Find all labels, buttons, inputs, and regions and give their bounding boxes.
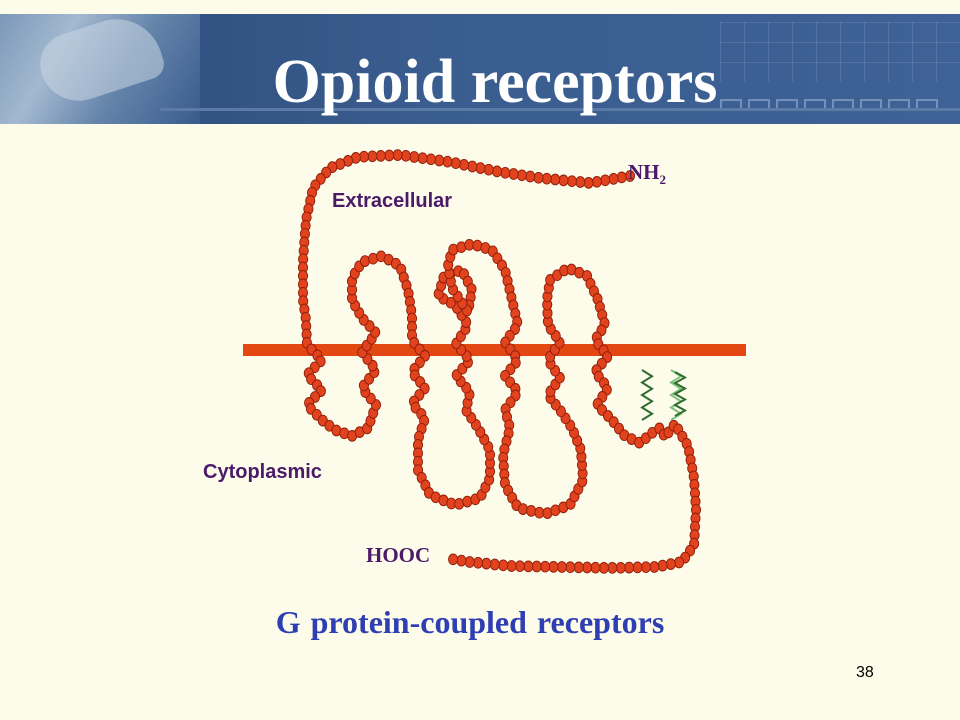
amino-acid-residue — [657, 559, 668, 572]
amino-acid-residue — [442, 155, 453, 168]
n-terminus-label: NH2 — [628, 160, 666, 188]
amino-acid-residue — [400, 149, 411, 162]
amino-acid-residue — [591, 175, 602, 188]
receptor-residue-chain — [297, 149, 702, 574]
amino-acid-residue — [475, 162, 486, 174]
amino-acid-residue — [575, 176, 586, 188]
amino-acid-residue — [550, 173, 561, 186]
c-terminus-label: HOOC — [366, 543, 431, 567]
palmitoyl-anchor-right — [669, 369, 683, 421]
amino-acid-residue — [448, 553, 459, 566]
amino-acid-residue — [674, 556, 685, 569]
amino-acid-residue — [358, 150, 370, 163]
amino-acid-residue — [483, 163, 494, 176]
amino-acid-residue — [558, 174, 569, 187]
palmitoyl-anchor-left — [640, 369, 654, 421]
amino-acid-residue — [541, 172, 552, 185]
amino-acid-residue — [615, 561, 626, 574]
amino-acid-residue — [491, 165, 503, 178]
header-hands-image — [0, 14, 200, 124]
amino-acid-residue — [548, 561, 559, 573]
amino-acid-residue — [458, 158, 470, 171]
amino-acid-residue — [531, 560, 542, 573]
amino-acid-residue — [481, 557, 492, 570]
amino-acid-residue — [517, 503, 529, 515]
palmitoyl-anchor-right-shadow — [672, 371, 688, 417]
amino-acid-residue — [565, 561, 576, 574]
palmitoyl-anchors — [640, 369, 688, 421]
amino-acid-residue — [556, 561, 567, 573]
amino-acid-residue — [375, 150, 386, 162]
amino-acid-residue — [523, 560, 534, 573]
amino-acid-residue — [456, 554, 467, 567]
amino-acid-residue — [498, 559, 509, 572]
amino-acid-residue — [624, 561, 635, 574]
amino-acid-residue — [600, 174, 611, 187]
amino-acid-residue — [540, 560, 551, 573]
amino-acid-residue — [454, 497, 465, 510]
amino-acid-residue — [616, 171, 627, 184]
amino-acid-residue — [582, 561, 593, 574]
header-banner — [0, 14, 960, 124]
amino-acid-residue — [467, 160, 478, 173]
amino-acid-residue — [434, 154, 445, 167]
amino-acid-residue — [450, 157, 461, 170]
amino-acid-residue — [649, 561, 660, 573]
amino-acid-residue — [409, 151, 420, 163]
amino-acid-residue — [489, 558, 500, 571]
cytoplasmic-label: Cytoplasmic — [203, 461, 322, 483]
amino-acid-residue — [417, 152, 428, 165]
slide-title: Opioid receptors — [272, 48, 718, 116]
page-number: 38 — [856, 664, 874, 681]
amino-acid-residue — [473, 556, 484, 569]
amino-acid-residue — [392, 149, 403, 161]
amino-acid-residue — [506, 560, 517, 572]
amino-acid-residue — [516, 169, 527, 182]
amino-acid-residue — [425, 153, 436, 166]
amino-acid-residue — [533, 171, 544, 184]
amino-acid-residue — [508, 168, 519, 180]
amino-acid-residue — [525, 170, 536, 183]
extracellular-label: Extracellular — [332, 190, 453, 212]
amino-acid-residue — [367, 150, 378, 163]
amino-acid-residue — [526, 505, 537, 517]
header-rule — [160, 108, 960, 111]
amino-acid-residue — [500, 166, 511, 179]
amino-acid-residue — [514, 560, 525, 573]
amino-acid-residue — [583, 177, 594, 189]
amino-acid-residue — [573, 561, 584, 574]
amino-acid-residue — [640, 561, 651, 574]
amino-acid-residue — [632, 561, 643, 574]
amino-acid-residue — [608, 173, 619, 185]
amino-acid-residue — [464, 556, 475, 568]
header-grid-pattern — [720, 22, 960, 82]
slide-caption: G protein-coupled receptors — [275, 604, 665, 640]
amino-acid-residue — [566, 175, 577, 188]
amino-acid-residue — [598, 562, 609, 574]
amino-acid-residue — [607, 562, 618, 574]
amino-acid-residue — [384, 149, 395, 162]
amino-acid-residue — [665, 558, 676, 570]
amino-acid-residue — [590, 561, 601, 574]
